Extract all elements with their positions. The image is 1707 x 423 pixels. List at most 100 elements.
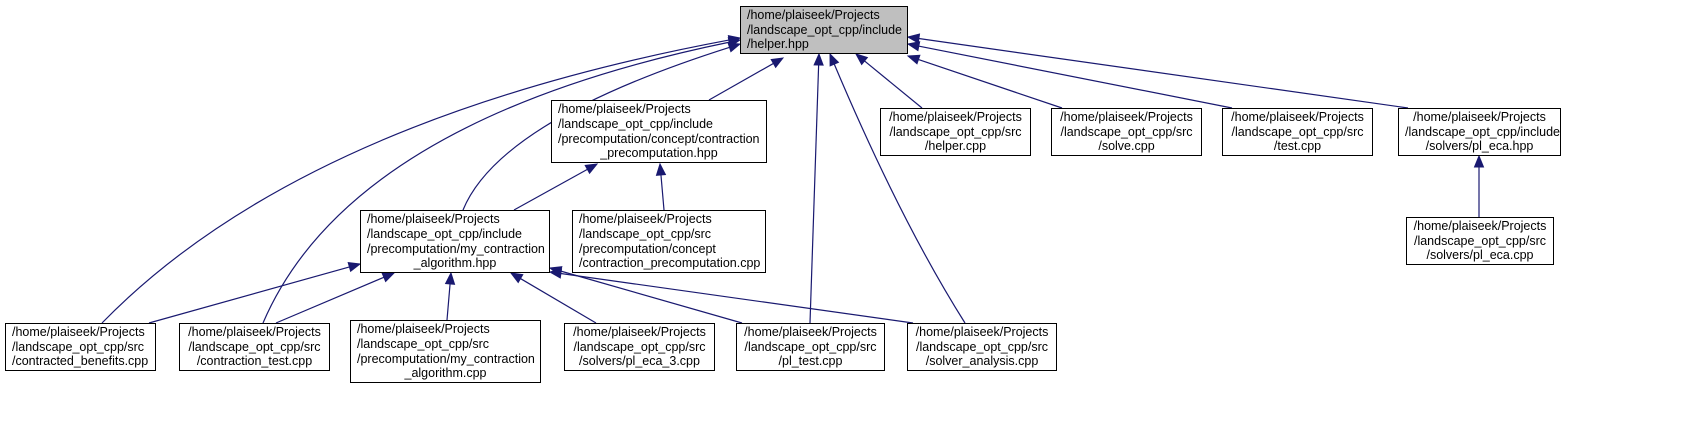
node-label-line: /precomputation/my_contraction (357, 351, 535, 366)
node-label-line: /landscape_opt_cpp/src (579, 226, 712, 241)
edge-line (708, 62, 775, 101)
node-label-line: /landscape_opt_cpp/src (1060, 124, 1193, 139)
edge-arrowhead (1473, 154, 1485, 168)
edge-line (833, 62, 966, 324)
edge-line (462, 46, 731, 211)
edge-line (559, 272, 914, 324)
edge-pl_test_cpp-to-helper_hpp (809, 52, 824, 324)
edge-arrowhead (770, 57, 785, 69)
node-label-line: /home/plaiseek/Projects (889, 109, 1022, 124)
node-label-line: /helper.hpp (747, 37, 809, 52)
node-label-line: /landscape_opt_cpp/src (889, 124, 1022, 139)
node-label-line: /home/plaiseek/Projects (367, 212, 500, 227)
node-label-line: /pl_test.cpp (778, 354, 843, 369)
node-pl-eca-hpp[interactable]: /home/plaiseek/Projects/landscape_opt_cp… (1398, 108, 1561, 156)
edge-arrowhead (548, 268, 563, 279)
node-label-line: /landscape_opt_cpp/src (573, 339, 706, 354)
node-label-line: _algorithm.hpp (413, 256, 497, 271)
node-label-line: /landscape_opt_cpp/src (357, 336, 490, 351)
edge-contracted_benefits_cpp-to-helper_hpp (101, 34, 742, 324)
node-helper-cpp[interactable]: /home/plaiseek/Projects/landscape_opt_cp… (880, 108, 1031, 156)
node-label-line: /landscape_opt_cpp/src (744, 339, 877, 354)
edge-arrowhead (906, 41, 921, 52)
node-label-line: /home/plaiseek/Projects (915, 324, 1049, 339)
edge-my_contraction_algorithm_hpp-to-contraction_precomputation_hpp (513, 163, 599, 211)
edge-line (148, 266, 351, 324)
edge-arrowhead (906, 33, 921, 44)
node-label-line: _algorithm.cpp (404, 366, 487, 381)
node-label-line: /solvers/pl_eca.cpp (1426, 248, 1534, 263)
node-label-line: /landscape_opt_cpp/src (188, 339, 321, 354)
node-label-line: /home/plaiseek/Projects (1413, 109, 1546, 124)
node-label-line: /landscape_opt_cpp/src (1231, 124, 1364, 139)
edge-line (660, 173, 665, 211)
node-test-cpp[interactable]: /home/plaiseek/Projects/landscape_opt_cp… (1222, 108, 1373, 156)
node-label-line: /solvers/pl_eca_3.cpp (579, 354, 700, 369)
edge-line (513, 168, 589, 211)
edge-line (262, 41, 731, 324)
edge-arrowhead (655, 162, 667, 176)
edge-line (446, 282, 451, 321)
edge-pl_eca_cpp-to-pl_eca_hpp (1473, 154, 1485, 217)
node-helper-hpp[interactable]: /home/plaiseek/Projects/landscape_opt_cp… (740, 6, 908, 54)
node-my-contraction-algorithm-cpp[interactable]: /home/plaiseek/Projects/landscape_opt_cp… (350, 320, 541, 383)
edge-arrowhead (444, 271, 456, 285)
node-label-line: /home/plaiseek/Projects (12, 324, 145, 339)
edge-line (559, 270, 743, 324)
edge-pl_eca_hpp-to-helper_hpp (906, 33, 1409, 109)
node-contraction-precomputation-cpp[interactable]: /home/plaiseek/Projects/landscape_opt_cp… (572, 210, 766, 273)
node-label-line: _precomputation.hpp (600, 146, 718, 161)
edge-arrowhead (829, 52, 840, 67)
edge-arrowhead (727, 37, 742, 48)
node-label-line: /home/plaiseek/Projects (357, 322, 490, 337)
edge-test_cpp-to-helper_hpp (906, 41, 1233, 109)
edge-contracted_benefits_cpp-to-my_contraction_algorithm_hpp (148, 262, 362, 324)
node-label-line: /landscape_opt_cpp/include (747, 22, 902, 37)
edge-line (809, 63, 820, 324)
node-solver-analysis-cpp[interactable]: /home/plaiseek/Projects/landscape_opt_cp… (907, 323, 1057, 371)
edge-arrowhead (854, 53, 869, 66)
node-label-line: /contraction_test.cpp (196, 354, 313, 369)
edge-line (101, 39, 731, 324)
edge-pl_eca_3_cpp-to-my_contraction_algorithm_hpp (509, 272, 597, 324)
edge-helper_cpp-to-helper_hpp (854, 53, 923, 109)
node-label-line: /landscape_opt_cpp/src (1413, 233, 1547, 248)
node-label-line: /landscape_opt_cpp/include (367, 226, 522, 241)
node-contraction-precomputation-hpp[interactable]: /home/plaiseek/Projects/landscape_opt_cp… (551, 100, 767, 163)
node-label-line: /precomputation/my_contraction (367, 241, 545, 256)
node-label-line: /contracted_benefits.cpp (12, 354, 149, 369)
node-label-line: /test.cpp (1273, 139, 1322, 154)
node-solve-cpp[interactable]: /home/plaiseek/Projects/landscape_opt_cp… (1051, 108, 1202, 156)
node-label-line: /solver_analysis.cpp (925, 354, 1039, 369)
node-contraction-test-cpp[interactable]: /home/plaiseek/Projects/landscape_opt_cp… (179, 323, 330, 371)
node-pl-test-cpp[interactable]: /home/plaiseek/Projects/landscape_opt_cp… (736, 323, 885, 371)
node-label-line: /home/plaiseek/Projects (573, 324, 706, 339)
edge-solver_analysis_cpp-to-my_contraction_algorithm_hpp (548, 268, 914, 324)
node-label-line: /helper.cpp (924, 139, 987, 154)
edge-line (519, 277, 597, 324)
edge-arrowhead (584, 163, 599, 175)
node-contracted-benefits-cpp[interactable]: /home/plaiseek/Projects/landscape_opt_cp… (5, 323, 156, 371)
node-pl-eca-cpp[interactable]: /home/plaiseek/Projects/landscape_opt_cp… (1406, 217, 1554, 265)
node-label-line: /landscape_opt_cpp/src (915, 339, 1049, 354)
node-label-line: /home/plaiseek/Projects (558, 102, 691, 117)
edge-contraction_precomputation_hpp-to-helper_hpp (708, 57, 785, 101)
node-label-line: /home/plaiseek/Projects (1413, 218, 1547, 233)
edge-contraction_test_cpp-to-helper_hpp (262, 37, 742, 324)
edge-arrowhead (381, 272, 396, 283)
edge-contraction_test_cpp-to-my_contraction_algorithm_hpp (275, 272, 396, 324)
edge-contraction_precomputation_cpp-to-contraction_precomputation_hpp (655, 162, 667, 211)
node-label-line: /solvers/pl_eca.hpp (1425, 139, 1534, 154)
edge-arrowhead (813, 52, 824, 66)
node-label-line: /home/plaiseek/Projects (1231, 109, 1364, 124)
edge-line (917, 37, 1409, 109)
node-my-contraction-algorithm-hpp[interactable]: /home/plaiseek/Projects/landscape_opt_cp… (360, 210, 550, 273)
node-label-line: /home/plaiseek/Projects (579, 212, 712, 227)
node-label-line: /home/plaiseek/Projects (1060, 109, 1193, 124)
node-label-line: /home/plaiseek/Projects (744, 324, 877, 339)
node-pl-eca-3-cpp[interactable]: /home/plaiseek/Projects/landscape_opt_cp… (564, 323, 715, 371)
edge-solve_cpp-to-helper_hpp (906, 54, 1063, 109)
node-label-line: /home/plaiseek/Projects (747, 7, 880, 22)
